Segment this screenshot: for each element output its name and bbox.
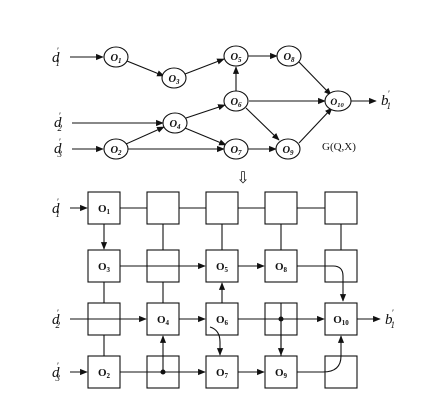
edge-o9-o10 <box>298 107 333 144</box>
node-o2-label: O2 <box>110 145 122 157</box>
node-o1-label: O1 <box>110 53 121 65</box>
cell-o1-label: O1 <box>98 203 111 216</box>
node-o3-shape <box>161 67 187 89</box>
cell-empty <box>324 355 358 389</box>
top-output-b1: b′1 <box>381 89 391 111</box>
node-o7-label: O7 <box>230 145 242 157</box>
edge-o2-o4 <box>125 126 165 145</box>
top-graph <box>70 45 377 160</box>
node-o8-shape <box>276 45 302 67</box>
node-o3-label: O3 <box>168 74 180 86</box>
node-o10-label: O10 <box>330 98 344 109</box>
transform-arrow-icon: ⇩ <box>236 168 249 187</box>
grid-output-b1: b′1 <box>385 308 395 330</box>
node-o6-shape <box>223 90 249 112</box>
top-input-d3: d′3 <box>54 137 62 159</box>
top-input-d2: d′2 <box>54 111 62 133</box>
cell-empty <box>324 249 358 283</box>
edge-o8-o10 <box>297 265 347 302</box>
node-o4-label: O4 <box>169 119 181 131</box>
cell-empty <box>264 191 298 225</box>
grid-input-d1: d′1 <box>52 197 60 219</box>
cell-o7-label: O7 <box>216 367 229 380</box>
node-o5-shape <box>223 45 249 67</box>
edge-o9-o10 <box>297 335 345 373</box>
node-o1-shape <box>103 46 129 68</box>
cell-o6-label: O6 <box>216 314 229 327</box>
edge-o8-o10 <box>298 61 332 96</box>
cell-empty <box>87 302 121 336</box>
edge-o6-o7 <box>209 326 224 356</box>
top-input-d1: d′1 <box>52 46 60 68</box>
node-o10-shape <box>324 90 352 112</box>
cell-empty <box>146 191 180 225</box>
grid-input-d3: d′3 <box>52 361 60 383</box>
cell-o2-label: O2 <box>98 367 111 380</box>
cell-o8-label: O8 <box>275 261 288 274</box>
node-o9-label: O9 <box>282 145 294 157</box>
edge-o3-o5 <box>184 58 225 75</box>
edge-o4-o7 <box>184 127 227 146</box>
cell-o10 <box>324 302 358 336</box>
cell-empty <box>205 191 239 225</box>
cell-o5 <box>205 249 239 283</box>
grid-input-d2: d′2 <box>52 308 60 330</box>
cell-o9-label: O9 <box>275 367 288 380</box>
node-o4-shape <box>162 112 188 134</box>
node-o2-shape <box>103 138 129 160</box>
cell-o5-label: O5 <box>216 261 229 274</box>
node-o8-label: O8 <box>283 52 295 64</box>
cell-empty <box>324 191 358 225</box>
edge-o6-o9 <box>245 107 280 141</box>
cell-o3 <box>87 249 121 283</box>
cell-o4 <box>146 302 180 336</box>
mesh-grid <box>70 191 381 389</box>
node-o9-shape <box>275 138 301 160</box>
cell-o3-label: O3 <box>98 261 111 274</box>
cell-o1 <box>87 191 121 225</box>
cell-empty <box>146 355 180 389</box>
cell-o7 <box>205 355 239 389</box>
edge-o1-o3 <box>126 60 165 77</box>
cell-o8 <box>264 249 298 283</box>
cell-o2 <box>87 355 121 389</box>
cell-o9 <box>264 355 298 389</box>
cell-empty <box>146 249 180 283</box>
cell-o4-label: O4 <box>157 314 170 327</box>
node-o5-label: O5 <box>230 52 242 64</box>
node-o7-shape <box>223 138 249 160</box>
node-o6-label: O6 <box>230 97 242 109</box>
cell-empty <box>264 302 298 336</box>
cell-o6 <box>205 302 239 336</box>
edge-o4-o6 <box>185 104 226 119</box>
cell-o10-label: O10 <box>333 314 349 327</box>
graph-caption: G(Q,X) <box>322 141 356 153</box>
